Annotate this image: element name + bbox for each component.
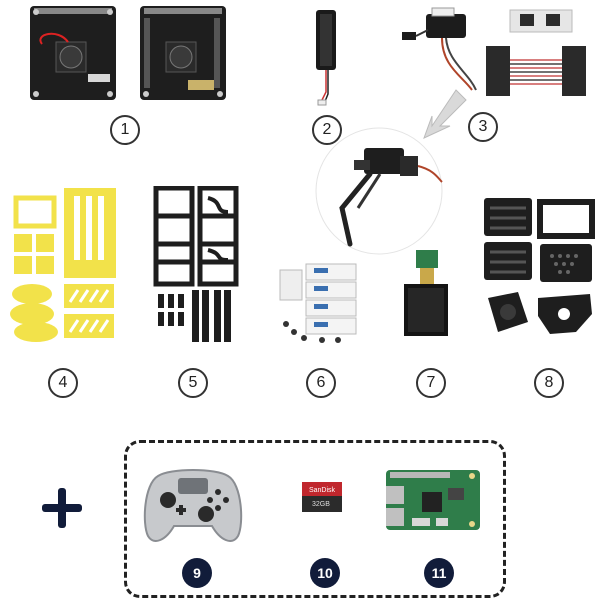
item-number-4: 4 — [48, 368, 78, 398]
item-number-3: 3 — [468, 112, 498, 142]
microsd-card-icon: SanDisk 32GB — [300, 480, 344, 514]
hat-driver-board-icon — [28, 4, 228, 104]
assembled-leg-icon — [314, 126, 444, 256]
item-number-10: 10 — [310, 558, 340, 588]
sd-size-label: 32GB — [312, 501, 330, 508]
yellow-acrylic-parts-icon — [6, 186, 118, 346]
raspberry-pi-board-icon — [382, 466, 482, 532]
plus-icon — [42, 488, 82, 528]
item-number-8: 8 — [534, 368, 564, 398]
gamepad-controller-icon — [140, 462, 246, 546]
item-number-7: 7 — [416, 368, 446, 398]
lcd-screen-icon — [398, 248, 454, 340]
item-number-5: 5 — [178, 368, 208, 398]
screw-packs-icon — [276, 262, 360, 344]
servo-motors-icon — [402, 6, 598, 110]
assembly-arrow-icon — [412, 86, 468, 142]
item-number-11: 11 — [424, 558, 454, 588]
item-number-6: 6 — [306, 368, 336, 398]
item-number-1: 1 — [110, 115, 140, 145]
black-printed-parts-icon — [480, 194, 596, 344]
item-number-9: 9 — [182, 558, 212, 588]
cooling-fan-icon — [308, 8, 344, 108]
carbon-fiber-frames-icon — [152, 185, 240, 346]
sd-brand-label: SanDisk — [309, 487, 336, 494]
accessory-group-box — [124, 440, 506, 598]
item-number-2: 2 — [312, 115, 342, 145]
